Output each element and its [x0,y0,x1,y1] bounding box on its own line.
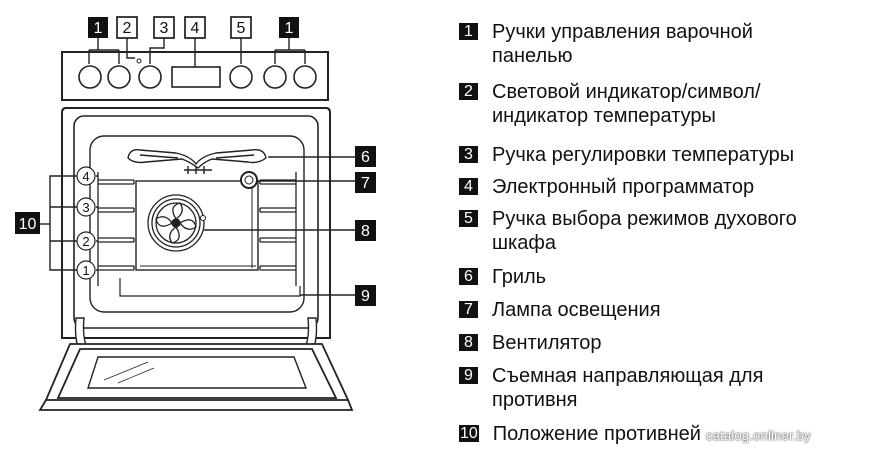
fan-icon [147,194,205,252]
svg-text:1: 1 [94,20,103,37]
shelf-rail-right [259,172,297,286]
legend-text: Гриль [492,266,547,288]
legend-item-3: 3 Ручка регулировки температуры [459,143,864,175]
svg-text:10: 10 [19,216,37,233]
svg-text:6: 6 [361,149,370,166]
callout-3: 3 [153,16,175,39]
legend-number: 8 [459,334,478,351]
svg-text:2: 2 [82,234,89,249]
legend-item-4: 4 Электронный программатор [459,175,864,207]
legend-item-2: 2 Световой индикатор/символ/ индикатор т… [459,80,864,143]
callout-10: 10 [15,212,40,234]
legend-text: Ручка выбора режимов духового шкафа [492,208,797,254]
shelf-position-3: 3 [76,197,96,217]
legend-item-7: 7 Лампа освещения [459,298,864,331]
back-panel [135,180,259,271]
oven-door [38,343,354,411]
callout-6: 6 [355,146,376,167]
legend-number: 3 [459,146,478,163]
legend: 1 Ручки управления варочной панелью 2 Св… [459,20,864,452]
oven-diagram: 1 2 3 4 5 1 [15,16,376,411]
svg-text:9: 9 [361,288,370,305]
hob-knob-4 [293,65,317,89]
legend-item-10: 10 Положение противней [459,422,864,452]
legend-item-5: 5 Ручка выбора режимов духового шкафа [459,207,864,265]
legend-number: 9 [459,367,478,384]
callout-5: 5 [230,16,252,39]
callout-7: 7 [355,172,376,193]
callout-9: 9 [355,285,376,306]
legend-item-8: 8 Вентилятор [459,331,864,364]
electronic-programmer-display [171,66,221,88]
legend-number: 2 [459,83,478,100]
legend-text: Ручки управления варочной панелью [492,21,753,67]
svg-text:4: 4 [191,20,200,37]
legend-number: 7 [459,301,478,318]
shelf-position-2: 2 [76,231,96,251]
grill-element [127,148,267,174]
legend-text: Вентилятор [492,332,602,354]
hob-knob-2 [107,65,131,89]
svg-text:1: 1 [285,20,294,37]
callout-4: 4 [184,16,206,39]
legend-text: Съемная направляющая для противня [492,365,764,411]
callout-2: 2 [116,16,138,39]
legend-text: Световой индикатор/символ/ индикатор тем… [492,81,761,127]
legend-text: Лампа освещения [492,299,661,321]
watermark: catalog.onliner.by [706,428,811,443]
svg-text:3: 3 [82,200,89,215]
right-leader-lines [204,156,355,296]
legend-text: Положение противней [492,423,701,445]
top-leader-lines [88,38,306,67]
legend-item-6: 6 Гриль [459,265,864,298]
svg-text:4: 4 [82,169,89,184]
svg-text:1: 1 [82,263,89,278]
svg-text:8: 8 [361,223,370,240]
legend-number: 4 [459,178,478,195]
svg-text:2: 2 [123,20,132,37]
shelf-position-1: 1 [76,260,96,280]
callout-8: 8 [355,220,376,241]
svg-text:5: 5 [237,20,246,37]
legend-number: 6 [459,268,478,285]
legend-number: 5 [459,210,478,227]
legend-item-1: 1 Ручки управления варочной панелью [459,20,864,68]
legend-item-9: 9 Съемная направляющая для противня [459,364,864,422]
shelf-position-4: 4 [76,166,96,186]
hob-knob-1 [78,65,102,89]
legend-number: 1 [459,23,478,40]
mode-knob [229,65,253,89]
svg-text:7: 7 [361,175,370,192]
svg-text:3: 3 [160,20,169,37]
hob-knob-3 [263,65,287,89]
legend-text: Ручка регулировки температуры [492,144,795,166]
legend-number: 10 [459,425,479,442]
legend-text: Электронный программатор [492,176,755,198]
shelf-rail-left [97,172,135,286]
lamp-icon [240,171,258,189]
callout-1b: 1 [279,17,299,38]
shelf-position-bracket [38,175,98,271]
callout-1a: 1 [88,17,108,38]
temperature-indicator-light [136,58,142,64]
temperature-knob [138,65,162,89]
